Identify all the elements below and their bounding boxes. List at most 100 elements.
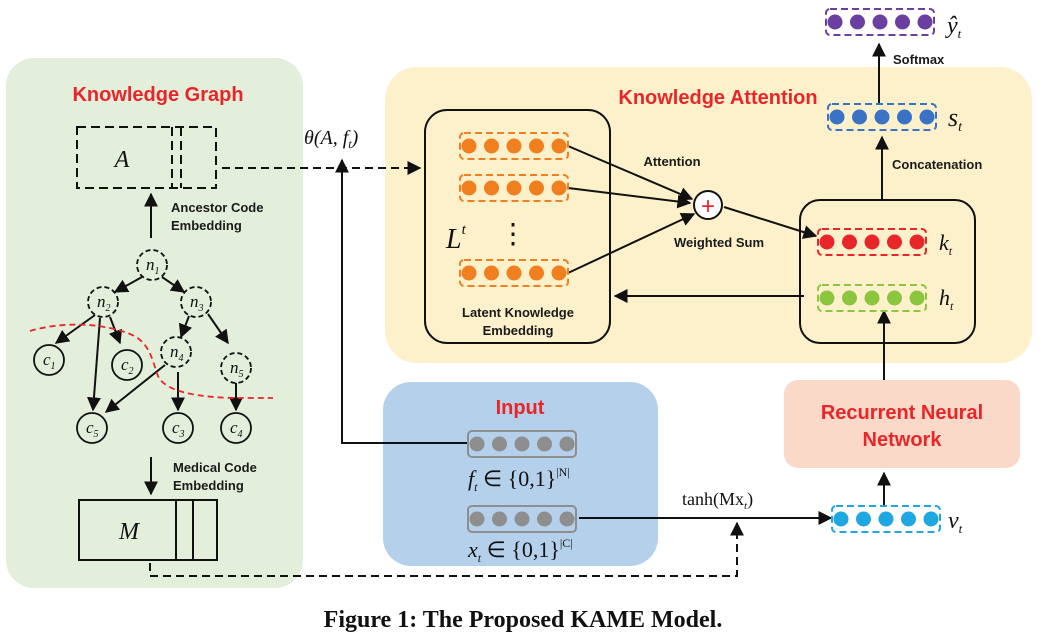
latent-vector-2-unit — [506, 180, 522, 196]
vt-label: vt — [948, 508, 963, 536]
ft-vector-frame — [467, 430, 577, 458]
node-c5: c5 — [86, 418, 99, 440]
kt-vector — [817, 228, 927, 256]
latent-vector-1-unit — [506, 138, 522, 154]
node-c3: c3 — [172, 418, 185, 440]
latent-vector-1-unit — [529, 138, 544, 154]
xt-vector-unit — [559, 511, 575, 527]
xt-vector-unit — [492, 511, 507, 527]
concatenation-label: Concatenation — [892, 157, 982, 172]
latent-label-line2: Embedding — [483, 323, 554, 338]
xt-vector-unit — [469, 511, 485, 527]
latent-vector-2-unit — [484, 180, 499, 196]
node-c1: c1 — [43, 350, 56, 372]
st-vector-unit — [874, 109, 890, 125]
rnn-panel — [784, 380, 1020, 468]
yhat-vector — [825, 8, 935, 36]
latent-vector-2-frame — [459, 174, 569, 202]
knowledge-graph-title: Knowledge Graph — [72, 84, 243, 106]
vt-vector-unit — [856, 511, 871, 527]
st-vector-frame — [827, 103, 937, 131]
xt-vector-frame — [467, 505, 577, 533]
yhat-vector-unit — [917, 14, 933, 30]
latent-ellipsis: ⋮ — [499, 219, 527, 250]
ht-vector-frame — [817, 284, 927, 312]
latent-vector-2-unit — [551, 180, 567, 196]
ft-vector-unit — [559, 436, 575, 452]
ft-vector-unit — [492, 436, 507, 452]
vt-vector-unit — [901, 511, 916, 527]
latent-vector-3-unit — [484, 265, 499, 281]
ancestor-embedding-matrix — [76, 126, 217, 189]
ancestor-label-line2: Embedding — [171, 218, 242, 233]
input-panel — [383, 382, 658, 566]
latent-vector-1-unit — [461, 138, 477, 154]
ft-vector-unit — [514, 436, 530, 452]
matrix-m-label: M — [118, 519, 141, 545]
vt-vector-unit — [923, 511, 939, 527]
m-to-tanh-dashed-arrow — [149, 521, 744, 577]
kt-vector-unit — [819, 234, 835, 250]
knowledge-attention-title: Knowledge Attention — [618, 87, 817, 109]
latent-vector-1-unit — [551, 138, 567, 154]
vt-vector-unit — [878, 511, 894, 527]
node-c2: c2 — [121, 355, 134, 377]
st-vector-unit — [852, 109, 867, 125]
kt-vector-unit — [909, 234, 925, 250]
yhat-label: ŷt — [945, 13, 962, 41]
latent-label-line1: Latent Knowledge — [462, 305, 574, 320]
latent-vector-3-unit — [461, 265, 477, 281]
yhat-vector-unit — [827, 14, 843, 30]
weighted-sum-node — [693, 190, 723, 220]
node-c4: c4 — [230, 418, 243, 440]
ft-vector — [467, 430, 577, 458]
matrix-a-label: A — [113, 147, 130, 173]
vt-vector-frame — [831, 505, 941, 533]
kt-vector-frame — [817, 228, 927, 256]
xt-vector — [467, 505, 577, 533]
theta-label: θ(A, ft) — [304, 127, 359, 151]
rnn-title-line1: Recurrent Neural — [821, 402, 983, 424]
attention-label: Attention — [643, 154, 700, 169]
weighted-sum-label: Weighted Sum — [674, 235, 764, 250]
leaf-boundary-curve — [29, 323, 273, 399]
ancestor-label-line1: Ancestor Code — [171, 200, 263, 215]
vt-vector — [831, 505, 941, 533]
kt-vector-unit — [842, 234, 857, 250]
yhat-vector-unit — [850, 14, 865, 30]
latent-vector-3-unit — [529, 265, 544, 281]
node-n5: n5 — [230, 358, 244, 380]
latent-knowledge-box — [424, 109, 611, 344]
plus-sign: + — [701, 193, 715, 220]
input-title: Input — [496, 397, 545, 419]
ht-vector-unit — [819, 290, 835, 306]
ft-vector-unit — [537, 436, 552, 452]
yhat-vector-unit — [872, 14, 888, 30]
medical-label-line2: Embedding — [173, 478, 244, 493]
ht-vector-unit — [842, 290, 857, 306]
softmax-label: Softmax — [893, 52, 945, 67]
kt-label: kt — [939, 230, 953, 258]
attention-arrows — [567, 145, 818, 274]
xt-vector-unit — [537, 511, 552, 527]
st-vector-unit — [897, 109, 912, 125]
ht-vector-unit — [887, 290, 902, 306]
latent-vector-3-frame — [459, 259, 569, 287]
xt-vector-unit — [514, 511, 530, 527]
latent-vector-3-unit — [506, 265, 522, 281]
ft-vector-unit — [469, 436, 485, 452]
node-n4: n4 — [170, 342, 184, 364]
medical-embedding-matrix — [78, 499, 218, 561]
knowledge-graph-panel — [6, 58, 303, 588]
latent-vector-2-unit — [529, 180, 544, 196]
kt-vector-unit — [887, 234, 902, 250]
latent-vector-2 — [459, 174, 569, 202]
node-n1: n1 — [146, 255, 160, 277]
tanh-label: tanh(Mxt) — [682, 489, 753, 512]
latent-vector-3-unit — [551, 265, 567, 281]
node-n2: n2 — [97, 292, 111, 314]
ancestor-nodes — [87, 249, 252, 384]
st-vector-unit — [919, 109, 935, 125]
st-vector — [827, 103, 937, 131]
